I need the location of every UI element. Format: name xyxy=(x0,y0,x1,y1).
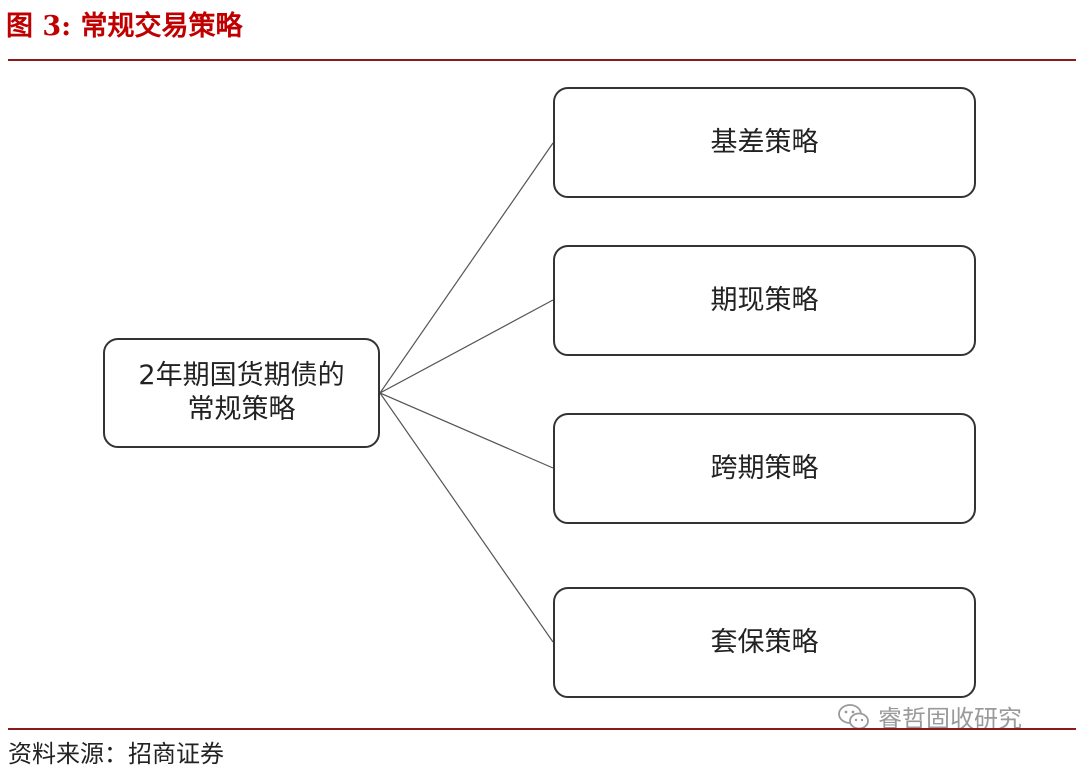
root-label-line1: 2年期国货期债的 xyxy=(138,360,345,391)
top-rule xyxy=(8,59,1076,61)
root-node: 2年期国货期债的 常规策略 xyxy=(103,338,380,448)
connector-basis xyxy=(379,142,554,394)
branch-label: 基差策略 xyxy=(710,126,819,158)
branch-node-calendar: 跨期策略 xyxy=(553,413,976,524)
branch-node-cash-futures: 期现策略 xyxy=(553,245,976,356)
figure-title: 图 3: 常规交易策略 xyxy=(6,11,243,42)
connector-hedge xyxy=(379,392,554,643)
branch-label: 期现策略 xyxy=(710,284,819,316)
connector-cash-futures xyxy=(379,299,554,394)
branch-label: 套保策略 xyxy=(710,626,819,658)
bottom-rule xyxy=(8,728,1076,730)
branch-node-basis: 基差策略 xyxy=(553,87,976,198)
root-label-line2: 常规策略 xyxy=(187,394,296,425)
source-note: 资料来源：招商证券 xyxy=(8,740,224,768)
connector-calendar xyxy=(379,392,554,469)
branch-node-hedge: 套保策略 xyxy=(553,587,976,698)
wechat-icon xyxy=(838,703,869,729)
branch-label: 跨期策略 xyxy=(710,452,819,484)
